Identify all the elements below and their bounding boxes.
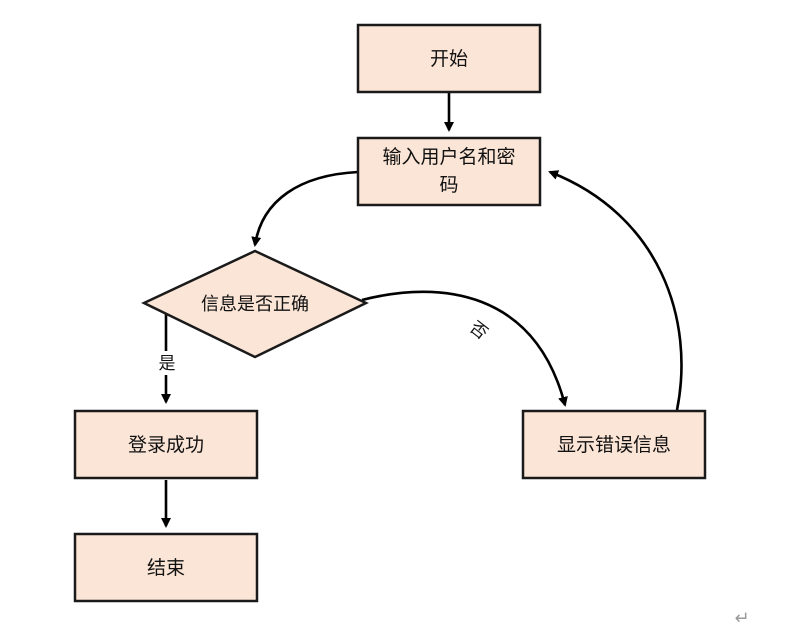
paragraph-mark-icon: ↵ [734,608,749,628]
node-start-label: 开始 [430,48,468,70]
edge-label-no: 否 [466,318,492,344]
edge-input-to-decision [251,170,359,247]
node-input-label-line1: 输入用户名和密 [382,146,515,168]
node-decision-label: 信息是否正确 [201,294,309,315]
yes-label-bg [154,351,180,375]
edge-label-yes: 是 [159,354,176,374]
node-success: 登录成功 [73,409,259,480]
node-end-label: 结束 [147,557,185,579]
node-success-label: 登录成功 [128,434,204,456]
node-error: 显示错误信息 [521,409,707,480]
node-start: 开始 [356,23,542,94]
node-input: 输入用户名和密 码 [356,136,542,207]
node-decision: 信息是否正确 [141,249,369,359]
node-end: 结束 [73,532,259,603]
edge-decision-to-error [361,290,568,407]
node-error-label: 显示错误信息 [557,434,671,456]
edge-error-to-input [548,170,683,411]
node-input-label-line2: 码 [439,174,458,196]
